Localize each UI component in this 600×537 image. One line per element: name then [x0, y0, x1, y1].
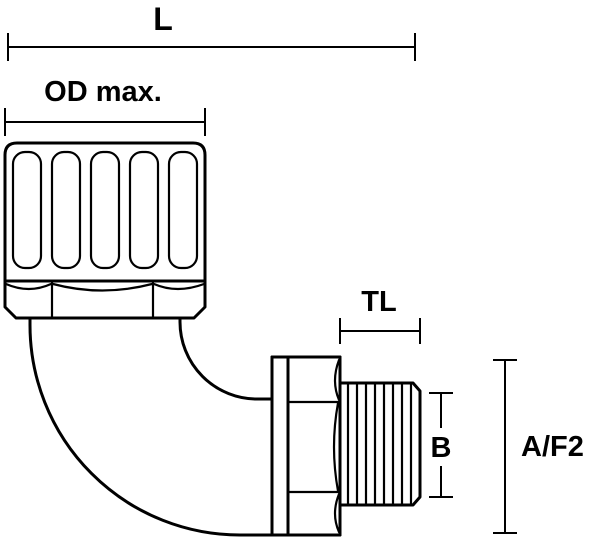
rib-slot — [50, 150, 82, 270]
rib-slot — [11, 150, 43, 270]
hex-chamfer-arc — [332, 401, 340, 493]
elbow-inner-contour — [178, 316, 274, 401]
hex-chamfer-arc — [152, 282, 206, 291]
outlet-hex-nut — [270, 355, 342, 537]
dim-od-label: OD max. — [44, 76, 162, 108]
thread-lines — [346, 382, 413, 506]
hex-chamfer-arc — [333, 358, 341, 402]
dim-b-label: B — [431, 432, 452, 464]
dim-af2-label: A/F2 — [521, 431, 584, 463]
rib-slot — [128, 150, 160, 270]
hex-chamfer-arc — [333, 492, 341, 534]
elbow-body — [28, 316, 274, 537]
rib-slot — [167, 150, 199, 270]
dim-l-label: L — [153, 1, 173, 37]
hex-chamfer-arc — [51, 282, 154, 292]
hex-collar-top — [3, 279, 207, 320]
elbow-outer-contour — [28, 316, 274, 537]
hex-chamfer-arc — [4, 282, 53, 291]
ribbed-gland-nut — [3, 141, 207, 283]
gland-nut-ribs — [11, 150, 199, 270]
dimension-od-max: OD max. — [4, 76, 206, 136]
threaded-stud — [338, 381, 422, 507]
rib-slot — [89, 150, 121, 270]
dimension-b: B — [429, 392, 453, 498]
dim-tl-label: TL — [361, 286, 396, 318]
stud-outline — [338, 381, 422, 507]
dimension-af2: A/F2 — [493, 359, 584, 534]
gland-nut-outline — [3, 141, 207, 283]
hex-collar-outline — [3, 279, 207, 320]
dimension-tl: TL — [339, 286, 421, 344]
dimension-l: L — [7, 1, 416, 61]
